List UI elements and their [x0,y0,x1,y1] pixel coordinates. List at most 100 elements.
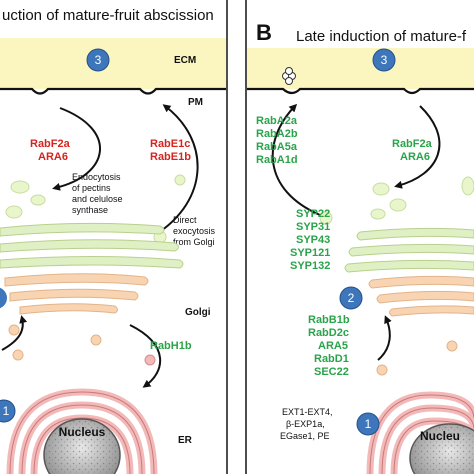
exo-note-3: from Golgi [173,237,215,247]
vesicle [319,211,333,225]
exocytosis-arrow [271,103,321,216]
step-2-number: 2 [348,291,355,305]
rabb1b-label: RabB1b [308,314,350,326]
golgi-cisterna [0,222,165,237]
exocytosis-arrow [154,104,199,236]
syp22-label: SYP22 [296,208,330,220]
vesicle [144,354,156,366]
vesicle [376,364,388,376]
ecm-band [247,48,474,89]
pm-label: PM [188,97,203,108]
panel-b-letter: B [256,20,272,45]
ara6-label: ARA6 [38,151,68,163]
golgi-cisterna [0,256,184,269]
step-3-badge [372,48,396,72]
plasma-membrane [247,87,474,95]
er-membrane [21,404,143,474]
panel-a-frame [226,0,228,474]
ara6-label: ARA6 [400,151,430,163]
rabd2c-label: RabD2c [308,327,349,339]
ecm-band [0,38,226,89]
raba2b-label: RabA2b [256,128,298,140]
gene-list-1: EXT1-EXT4, [282,407,333,417]
syp132-label: SYP132 [290,260,330,272]
nucleus-label: Nucleu [420,429,460,443]
syp31-label: SYP31 [296,221,330,233]
golgi-cisterna [344,259,474,273]
raba2a-label: RabA2a [256,115,298,127]
plasma-membrane [0,87,226,95]
nucleus-chromatin [410,424,474,474]
golgi-cisterna [356,227,474,241]
gene-list-3: EGase1, PE [280,431,330,441]
er-membrane [9,391,155,474]
er-label: ER [178,435,193,446]
endo-note-3: and celulose [72,194,123,204]
vesicle [5,205,23,219]
vesicle [12,349,24,361]
cellulose-synthase-icon [282,67,296,85]
vesicle [90,334,102,346]
ecm-label: ECM [174,55,196,66]
vesicle [10,180,30,194]
syp43-label: SYP43 [296,234,330,246]
panel-b-frame [245,0,247,474]
er-membrane [369,394,474,474]
golgi-cisterna [368,275,474,289]
panel-b: B Late induction of mature-f 3 RabA2a Ra… [245,0,474,474]
golgi-label: Golgi [185,307,211,318]
golgi-cisterna [376,290,474,304]
golgi-cisterna [19,303,118,315]
rabh1b-label: RabH1b [150,340,192,352]
nucleus-label: Nucleus [59,425,106,439]
step-1-badge [0,399,16,423]
ara5-label: ARA5 [318,340,348,352]
step-1-badge [356,412,380,436]
exo-note-1: Direct [173,215,197,225]
rabf2a-label: RabF2a [30,138,71,150]
step-1-number: 1 [3,404,10,418]
rabd1-label: RabD1 [314,353,349,365]
step-2-badge [339,286,363,310]
raba1d-label: RabA1d [256,154,298,166]
exo-note-2: exocytosis [173,226,216,236]
er-to-golgi-arrow [377,315,392,361]
vesicle [446,340,458,352]
rabf2a-label: RabF2a [392,138,433,150]
endo-note-1: Endocytosis [72,172,121,182]
syp121-label: SYP121 [290,247,330,259]
step-1-number: 1 [365,417,372,431]
step-2-badge-partial [0,287,7,309]
er-to-golgi-arrow [1,315,28,351]
rabe1b-label: RabE1b [150,151,191,163]
golgi-cisterna [4,273,149,287]
golgi-cisterna [0,239,179,253]
golgi-cisterna [389,305,474,317]
step-3-badge [86,48,110,72]
panel-a-title: uction of mature-fruit abscission [2,7,214,24]
step-3-number: 3 [381,53,388,67]
gene-list-2: β-EXP1a, [286,419,325,429]
step-3-number: 3 [95,53,102,67]
endo-note-4: synthase [72,205,108,215]
vesicle [461,176,474,196]
golgi-return-arrow [129,324,161,388]
golgi-cisterna [348,243,474,257]
er-membrane [33,417,131,474]
endo-note-2: of pectins [72,183,111,193]
endocytosis-arrow [52,107,101,191]
raba5a-label: RabA5a [256,141,298,153]
nucleus-chromatin [44,419,120,474]
vesicle [30,194,46,206]
vesicle [8,324,20,336]
endocytosis-arrow [394,105,441,189]
panel-b-title: Late induction of mature-f [296,28,467,45]
golgi-cisterna [9,288,139,302]
sec22-label: SEC22 [314,366,349,378]
vesicle [372,182,390,196]
panel-a: uction of mature-fruit abscission ECM PM… [0,0,228,474]
er-membrane [381,407,474,474]
vesicle [174,174,186,186]
vesicle [389,198,407,212]
